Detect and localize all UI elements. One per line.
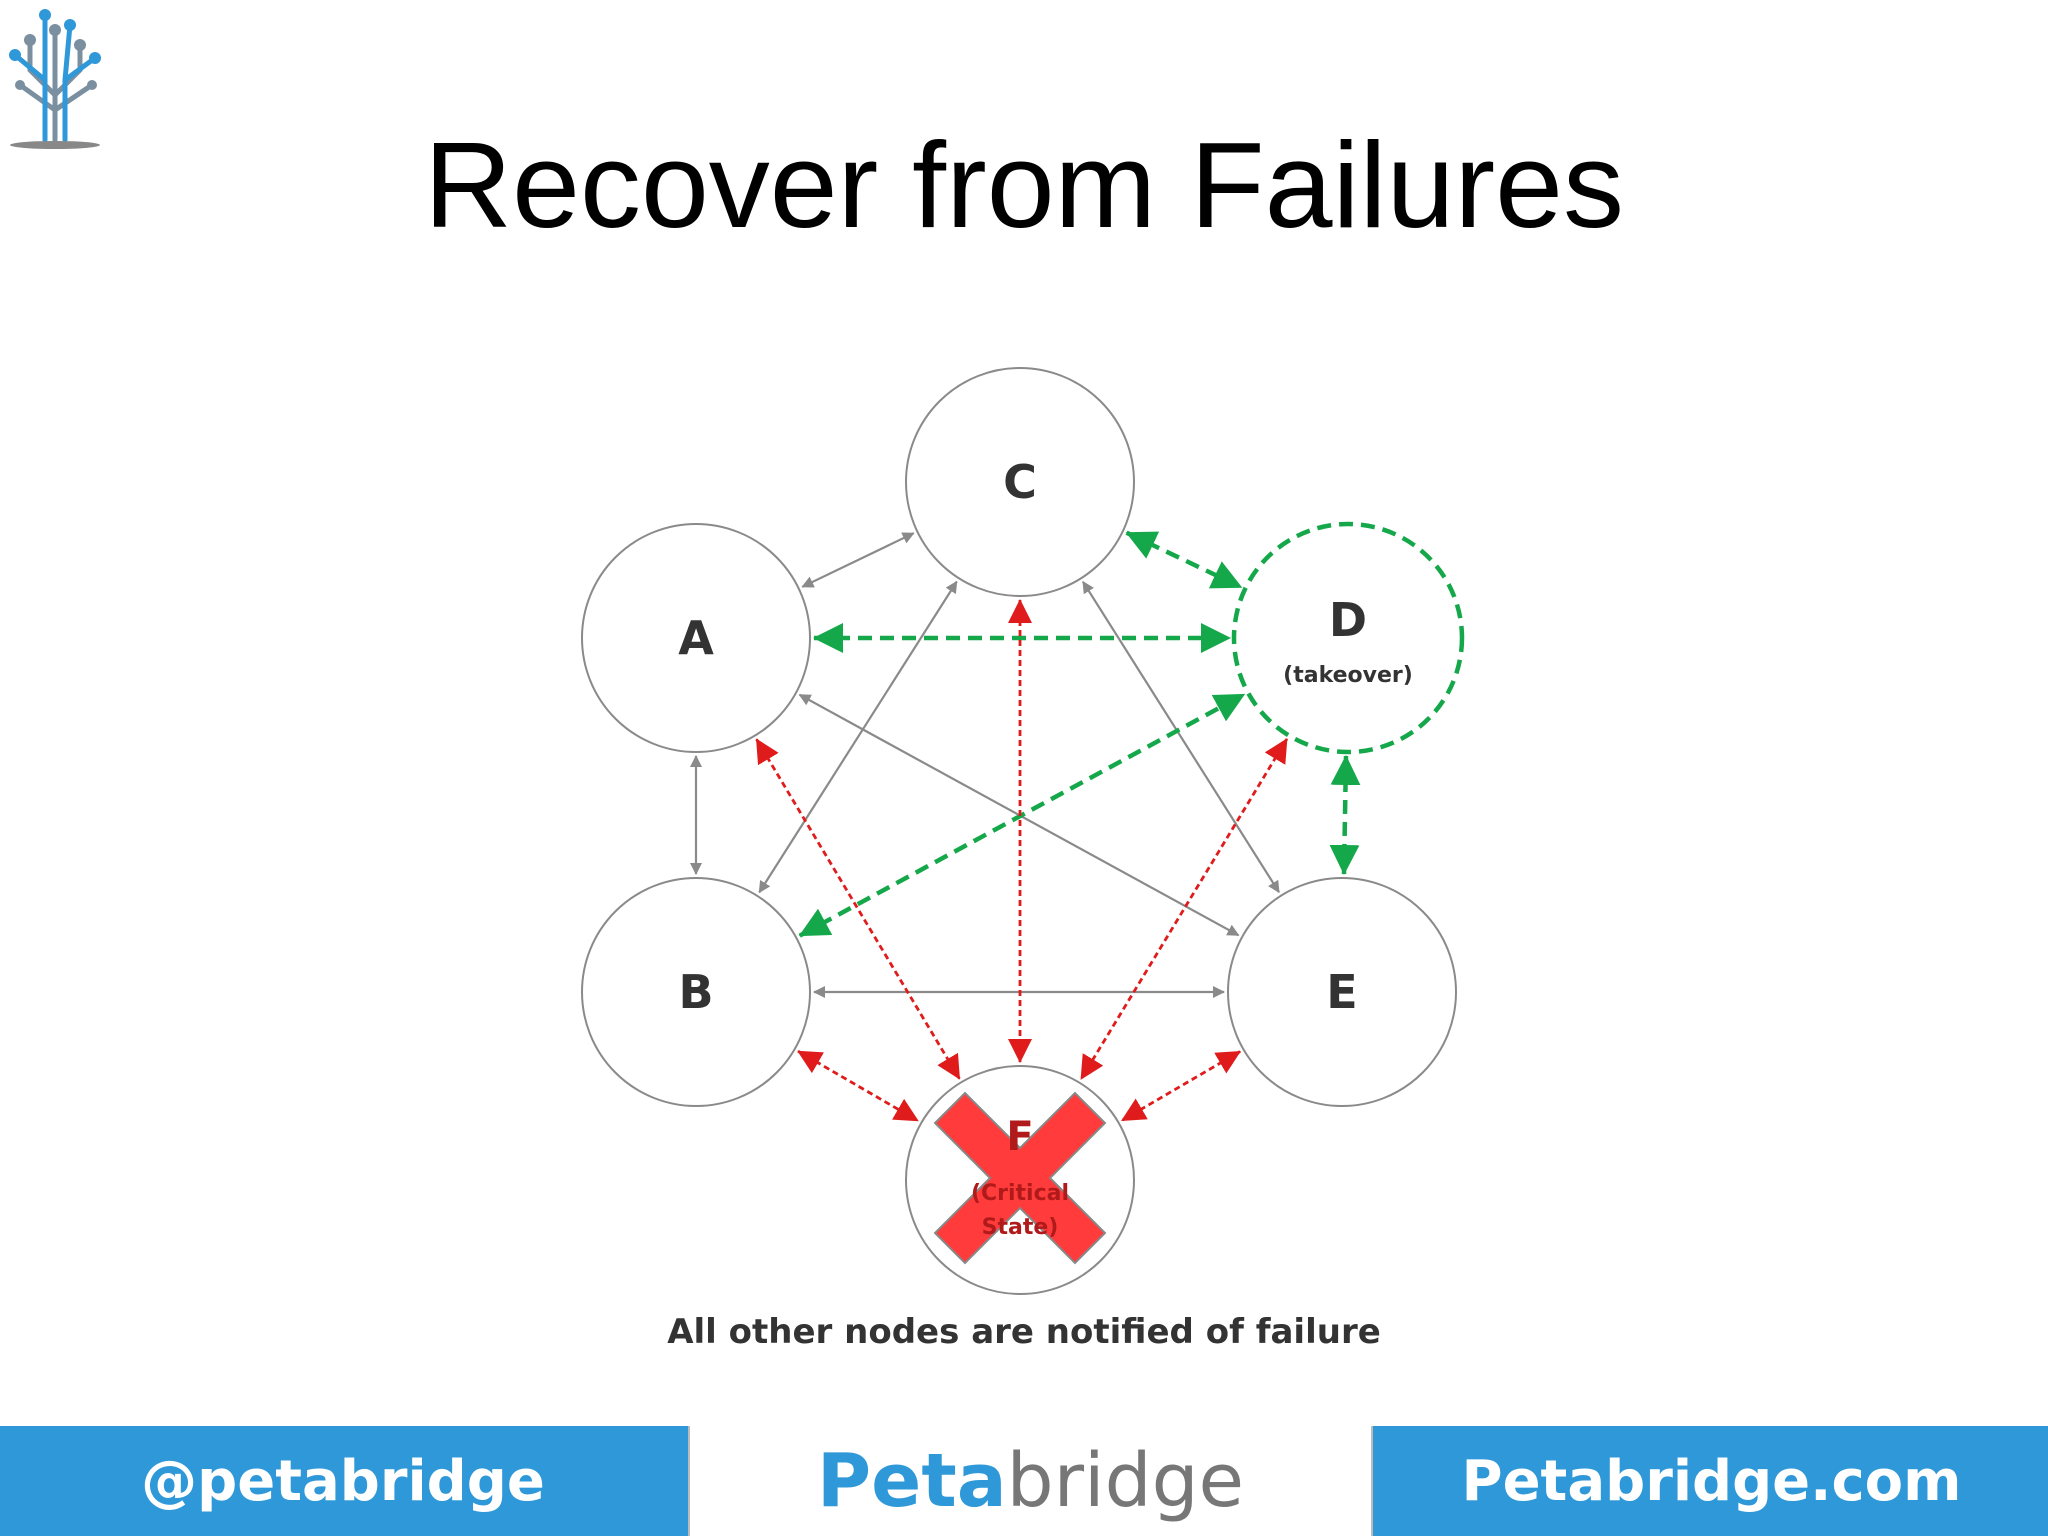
node-d-label: D	[1329, 593, 1367, 647]
node-d-sublabel: (takeover)	[1283, 663, 1413, 688]
node-f-state-label: (Critical	[971, 1181, 1069, 1206]
node-f-state-label: State)	[982, 1215, 1059, 1240]
website-link[interactable]: Petabridge.com	[1461, 1448, 1962, 1514]
node-e-circle	[1227, 877, 1457, 1107]
brand-peta: Peta	[816, 1438, 1007, 1524]
edge-b-f	[797, 1050, 919, 1122]
diagram-caption: All other nodes are notified of failure	[667, 1312, 1381, 1352]
edge-e-f	[1121, 1050, 1241, 1122]
node-a-circle	[581, 523, 811, 753]
node-e: E	[1227, 877, 1457, 1107]
node-a: A	[581, 523, 811, 753]
node-c: C	[905, 367, 1135, 597]
node-c-label: C	[1003, 455, 1037, 509]
edge-a-f	[755, 738, 961, 1080]
node-e-label: E	[1326, 965, 1357, 1019]
node-b: B	[581, 877, 811, 1107]
node-f-label: F	[1006, 1114, 1033, 1160]
slide-title: Recover from Failures	[424, 117, 1624, 253]
twitter-handle[interactable]: @petabridge	[141, 1448, 545, 1514]
edge-a-c	[801, 532, 915, 588]
node-d: D (takeover)	[1231, 521, 1465, 755]
node-b-label: B	[678, 965, 713, 1019]
node-b-circle	[581, 877, 811, 1107]
brand-bridge: bridge	[1006, 1438, 1245, 1524]
red-x-icon	[933, 1091, 1107, 1265]
node-c-circle	[905, 367, 1135, 597]
circuit-tree-logo-icon	[9, 9, 101, 149]
edge-c-d	[1125, 530, 1243, 590]
node-d-circle	[1231, 521, 1465, 755]
edge-d-f	[1079, 738, 1289, 1080]
edge-d-e	[1329, 754, 1361, 876]
node-a-label: A	[678, 611, 714, 665]
